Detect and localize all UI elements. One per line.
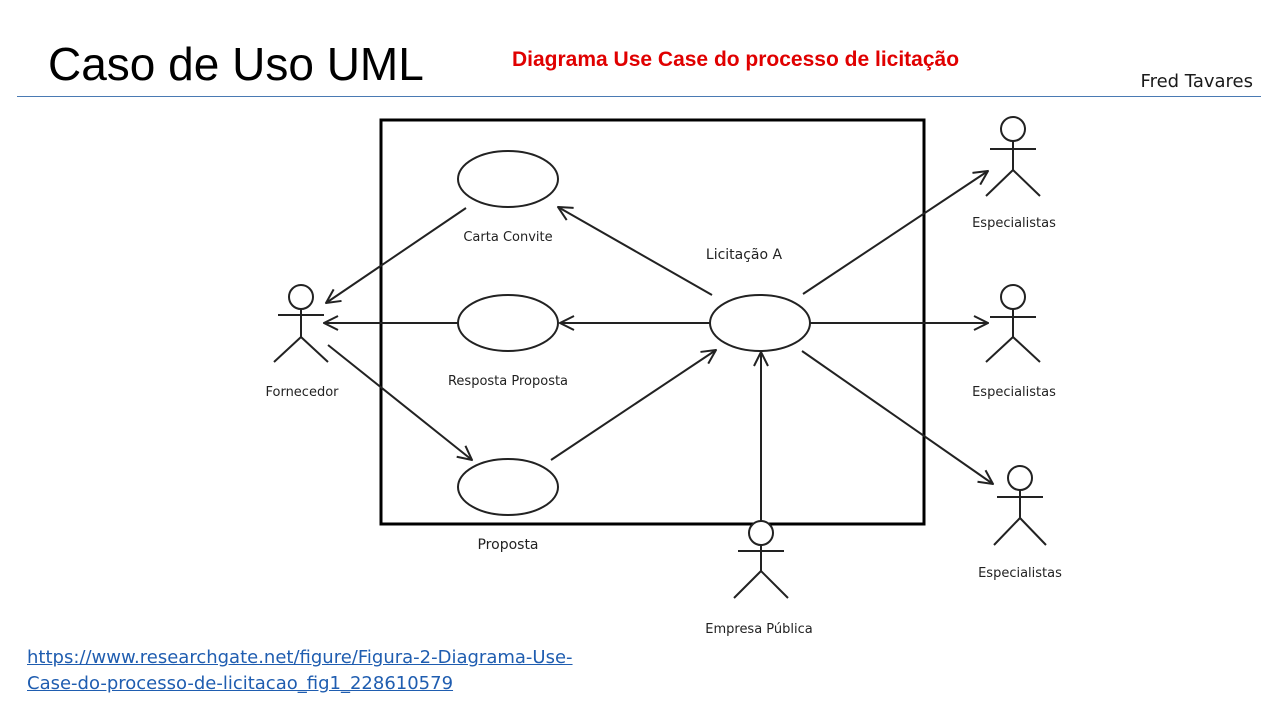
actor-leg-right bbox=[760, 570, 789, 599]
use-case-ellipse bbox=[709, 294, 811, 352]
use-case-label: Proposta bbox=[477, 537, 538, 553]
actor-leg-right bbox=[300, 336, 329, 363]
slide-title: Caso de Uso UML bbox=[48, 38, 424, 90]
use-case-ellipse bbox=[457, 294, 559, 352]
arrow-licitacao-to-especialistas-1 bbox=[802, 171, 988, 295]
use-case-label: Licitação A bbox=[706, 247, 783, 263]
actor-leg-right bbox=[1019, 517, 1047, 546]
actor-leg-left bbox=[273, 336, 302, 363]
use-case-resposta-proposta: Resposta Proposta bbox=[448, 294, 568, 389]
actor-leg-right bbox=[1012, 169, 1041, 197]
actor-leg-left bbox=[733, 570, 762, 599]
arrow-carta-convite-to-fornecedor bbox=[326, 207, 467, 303]
source-link-line-2[interactable]: Case-do-processo-de-licitacao_fig1_22861… bbox=[27, 673, 454, 694]
actor-leg-left bbox=[985, 169, 1014, 197]
use-case-label: Resposta Proposta bbox=[448, 374, 568, 389]
actor-label-especialistas-1: Especialistas bbox=[972, 216, 1056, 231]
actor-empresa-publica bbox=[733, 520, 789, 599]
actor-head bbox=[288, 284, 314, 310]
actor-label-especialistas-2: Especialistas bbox=[972, 385, 1056, 400]
arrow-licitacao-to-especialistas-3 bbox=[801, 350, 993, 484]
use-case-ellipse bbox=[457, 458, 559, 516]
actor-fornecedor bbox=[273, 284, 329, 363]
author-name: Fred Tavares bbox=[1140, 71, 1253, 92]
arrow-proposta-to-licitacao bbox=[550, 350, 716, 461]
actor-leg-right bbox=[1012, 336, 1041, 363]
actor-head bbox=[1000, 284, 1026, 310]
actor-head bbox=[1000, 116, 1026, 142]
actor-label-empresa-publica: Empresa Pública bbox=[705, 622, 813, 637]
actor-label-especialistas-3: Especialistas bbox=[978, 566, 1062, 581]
actor-especialistas-3 bbox=[993, 465, 1047, 546]
actor-label-fornecedor: Fornecedor bbox=[265, 385, 339, 400]
actor-especialistas-2 bbox=[985, 284, 1041, 363]
source-link[interactable]: https://www.researchgate.net/figure/Figu… bbox=[27, 645, 667, 697]
use-case-label: Carta Convite bbox=[463, 230, 552, 245]
use-case-carta-convite: Carta Convite bbox=[457, 150, 559, 245]
use-case-licitacao: Licitação A bbox=[706, 247, 811, 352]
actor-head bbox=[748, 520, 774, 546]
title-divider bbox=[17, 96, 1261, 97]
actor-head bbox=[1007, 465, 1033, 491]
associations bbox=[324, 171, 993, 522]
use-case-proposta: Proposta bbox=[457, 458, 559, 553]
actor-leg-left bbox=[993, 517, 1021, 546]
arrow-fornecedor-to-proposta bbox=[327, 344, 472, 460]
actor-especialistas-1 bbox=[985, 116, 1041, 197]
arrow-licitacao-to-carta-convite bbox=[558, 207, 713, 296]
slide-subtitle: Diagrama Use Case do processo de licitaç… bbox=[512, 48, 960, 71]
actor-leg-left bbox=[985, 336, 1014, 363]
use-case-ellipse bbox=[457, 150, 559, 208]
source-link-line-1[interactable]: https://www.researchgate.net/figure/Figu… bbox=[27, 647, 573, 668]
